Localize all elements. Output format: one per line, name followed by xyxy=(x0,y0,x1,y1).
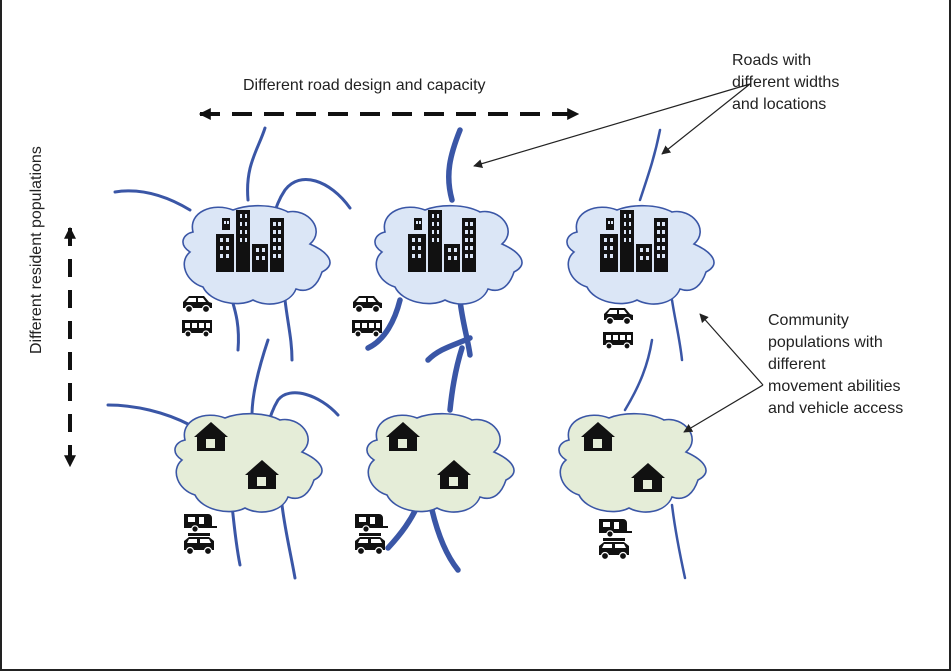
road xyxy=(246,126,267,202)
bus-icon xyxy=(351,319,383,338)
caravan-icon xyxy=(354,513,389,533)
road-network xyxy=(106,126,687,580)
bus-icon xyxy=(602,331,634,350)
rural-community xyxy=(366,412,515,513)
road xyxy=(445,127,463,203)
road xyxy=(365,297,403,351)
roads-callout-arrow xyxy=(473,83,751,169)
community-callout-line: Community xyxy=(768,312,849,329)
community-callout-label: Community populations with different mov… xyxy=(768,310,943,420)
caravan-icon xyxy=(183,513,218,533)
urban-community xyxy=(374,204,523,305)
caravan-icon xyxy=(598,518,633,538)
populations-label: Different resident populations xyxy=(28,146,45,354)
community-callout-line: different xyxy=(768,356,826,373)
road xyxy=(670,298,684,362)
roads-callout-line: Roads with xyxy=(732,52,812,69)
van-icon xyxy=(598,537,630,561)
road xyxy=(429,507,461,573)
roads-callout-label: Roads with different widths and location… xyxy=(732,50,907,116)
road xyxy=(283,298,294,362)
road xyxy=(638,128,662,202)
community-callout-arrow xyxy=(683,384,764,433)
urban-community xyxy=(182,204,331,305)
road xyxy=(230,298,240,352)
car-icon xyxy=(182,295,213,314)
road xyxy=(670,503,687,580)
rural-community xyxy=(558,412,707,513)
rural-community xyxy=(174,412,323,513)
road xyxy=(113,189,192,212)
car-icon xyxy=(352,295,383,314)
road xyxy=(106,403,192,427)
road xyxy=(280,503,297,580)
community-callout-arrow xyxy=(699,313,764,386)
van-icon xyxy=(354,532,386,556)
road xyxy=(623,338,654,412)
road xyxy=(447,345,465,413)
car-icon xyxy=(603,307,634,326)
road-design-label: Different road design and capacity xyxy=(243,77,486,94)
urban-community xyxy=(566,204,715,305)
road xyxy=(457,297,473,358)
community-callout-line: populations with xyxy=(768,334,883,351)
roads-callout-line: and locations xyxy=(732,96,827,113)
bus-icon xyxy=(181,319,213,338)
van-icon xyxy=(183,532,215,556)
road xyxy=(230,503,242,567)
road xyxy=(250,338,270,417)
roads-callout-line: different widths xyxy=(732,74,840,91)
roads-callout-arrow xyxy=(661,83,751,155)
community-callout-line: and vehicle access xyxy=(768,400,904,417)
community-callout-line: movement abilities xyxy=(768,378,901,395)
road xyxy=(425,335,473,363)
